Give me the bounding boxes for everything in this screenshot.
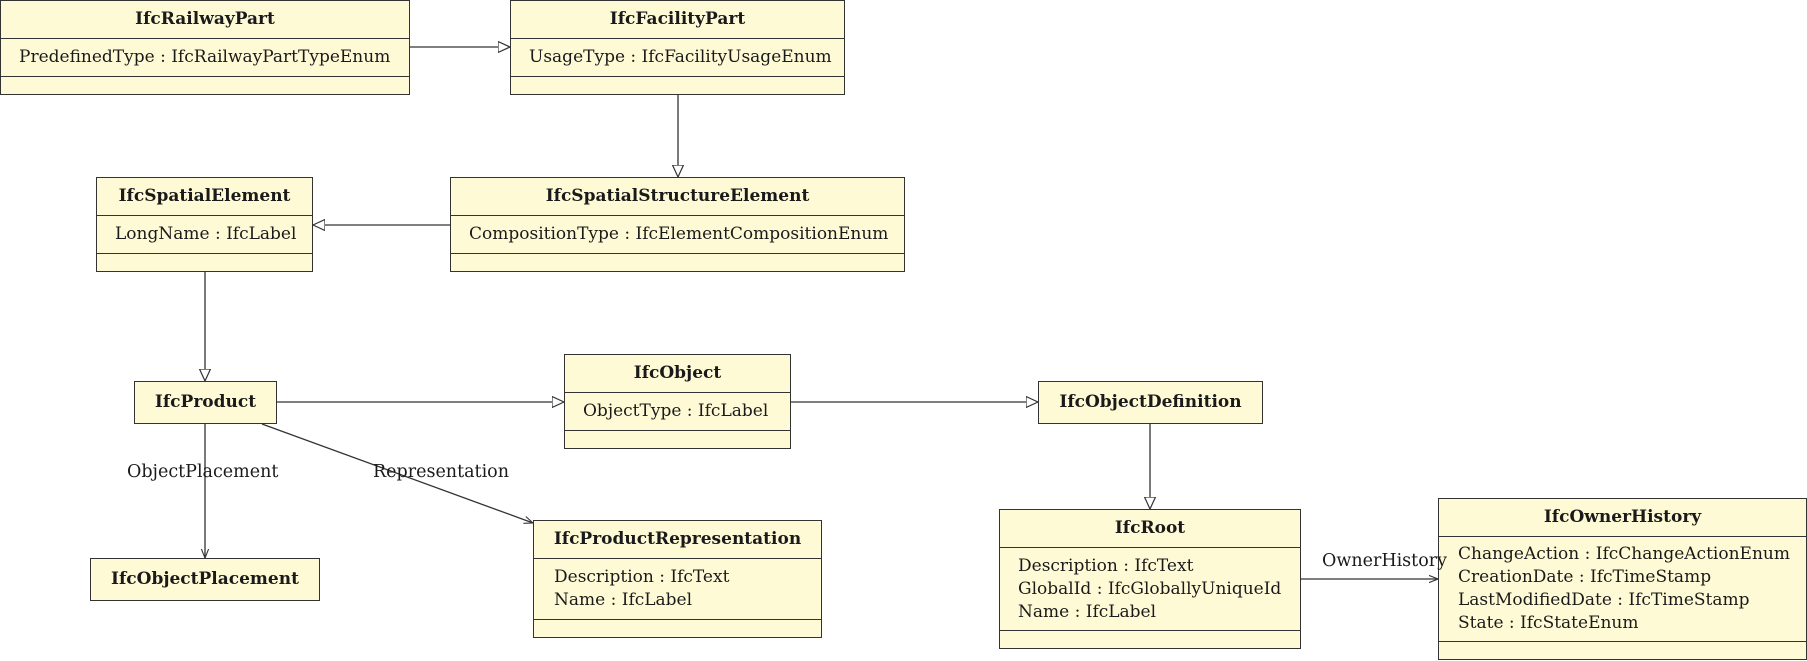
attribute: PredefinedType : IfcRailwayPartTypeEnum <box>19 47 391 67</box>
class-attributes: UsageType : IfcFacilityUsageEnum <box>511 38 844 76</box>
class-ifc-product: IfcProduct <box>134 381 277 424</box>
class-operations <box>451 253 904 271</box>
attribute: LongName : IfcLabel <box>115 224 297 244</box>
class-operations <box>511 76 844 94</box>
class-ifc-spatial-element: IfcSpatialElement LongName : IfcLabel <box>96 177 313 272</box>
class-name: IfcOwnerHistory <box>1543 507 1702 527</box>
association-representation <box>261 423 533 523</box>
label-owner-history: OwnerHistory <box>1322 551 1447 571</box>
class-attributes: LongName : IfcLabel <box>97 215 312 253</box>
class-attributes: ChangeAction : IfcChangeActionEnum Creat… <box>1439 536 1806 641</box>
attribute: CreationDate : IfcTimeStamp <box>1458 567 1712 587</box>
label-representation: Representation <box>373 462 509 482</box>
class-attributes: PredefinedType : IfcRailwayPartTypeEnum <box>1 38 409 76</box>
class-operations <box>1 76 409 94</box>
class-name: IfcFacilityPart <box>609 9 746 29</box>
class-ifc-object: IfcObject ObjectType : IfcLabel <box>564 354 791 449</box>
class-ifc-spatial-structure-element: IfcSpatialStructureElement CompositionTy… <box>450 177 905 272</box>
attribute: ObjectType : IfcLabel <box>583 401 769 421</box>
class-name: IfcObject <box>633 363 722 383</box>
class-name: IfcRoot <box>1114 518 1186 538</box>
class-attributes: ObjectType : IfcLabel <box>565 392 790 430</box>
class-ifc-root: IfcRoot Description : IfcText GlobalId :… <box>999 509 1301 649</box>
class-operations <box>97 253 312 271</box>
label-object-placement: ObjectPlacement <box>127 462 279 482</box>
class-ifc-owner-history: IfcOwnerHistory ChangeAction : IfcChange… <box>1438 498 1807 660</box>
class-attributes: CompositionType : IfcElementCompositionE… <box>451 215 904 253</box>
attribute: CompositionType : IfcElementCompositionE… <box>469 224 889 244</box>
attribute: State : IfcStateEnum <box>1458 613 1639 633</box>
class-operations <box>534 619 821 637</box>
class-operations <box>565 430 790 448</box>
class-attributes: Description : IfcText Name : IfcLabel <box>534 558 821 619</box>
attribute: ChangeAction : IfcChangeActionEnum <box>1458 544 1790 564</box>
attribute: Name : IfcLabel <box>554 590 693 610</box>
attribute: Description : IfcText <box>554 567 730 587</box>
class-name: IfcProductRepresentation <box>553 529 802 549</box>
attribute: GlobalId : IfcGloballyUniqueId <box>1018 578 1282 599</box>
class-ifc-product-representation: IfcProductRepresentation Description : I… <box>533 520 822 638</box>
class-ifc-facility-part: IfcFacilityPart UsageType : IfcFacilityU… <box>510 0 845 95</box>
attribute: Description : IfcText <box>1018 555 1194 576</box>
class-operations <box>1000 630 1300 648</box>
attribute: LastModifiedDate : IfcTimeStamp <box>1458 590 1750 610</box>
attribute: UsageType : IfcFacilityUsageEnum <box>529 47 832 67</box>
class-name: IfcObjectPlacement <box>111 569 299 589</box>
class-ifc-railway-part: IfcRailwayPart PredefinedType : IfcRailw… <box>0 0 410 95</box>
attribute: Name : IfcLabel <box>1018 601 1157 622</box>
class-name: IfcRailwayPart <box>135 9 275 29</box>
class-ifc-object-placement: IfcObjectPlacement <box>90 558 320 601</box>
class-name: IfcProduct <box>154 392 257 412</box>
class-attributes: Description : IfcText GlobalId : IfcGlob… <box>1000 547 1300 630</box>
class-name: IfcObjectDefinition <box>1059 392 1242 412</box>
class-name: IfcSpatialElement <box>118 186 291 206</box>
class-name: IfcSpatialStructureElement <box>545 186 810 206</box>
class-operations <box>1439 641 1806 659</box>
class-ifc-object-definition: IfcObjectDefinition <box>1038 381 1263 424</box>
